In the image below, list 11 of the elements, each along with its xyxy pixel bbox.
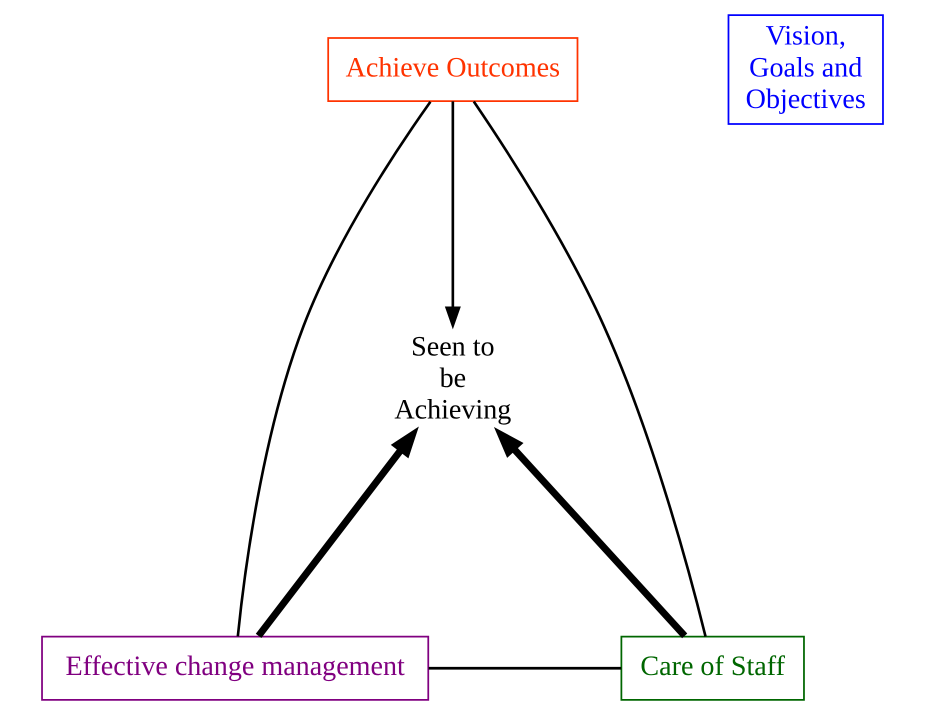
connector xyxy=(428,666,622,670)
arrow xyxy=(256,426,419,638)
node-box: Care of Staff xyxy=(620,636,805,701)
node-box: Vision, Goals and Objectives xyxy=(728,14,884,125)
connector xyxy=(236,101,432,637)
arrow xyxy=(494,427,688,638)
node-text: Seen to be Achieving xyxy=(394,331,512,426)
arrow xyxy=(444,101,461,330)
node-box: Effective change management xyxy=(41,636,430,701)
connector xyxy=(472,100,707,637)
node-box: Achieve Outcomes xyxy=(327,37,578,102)
